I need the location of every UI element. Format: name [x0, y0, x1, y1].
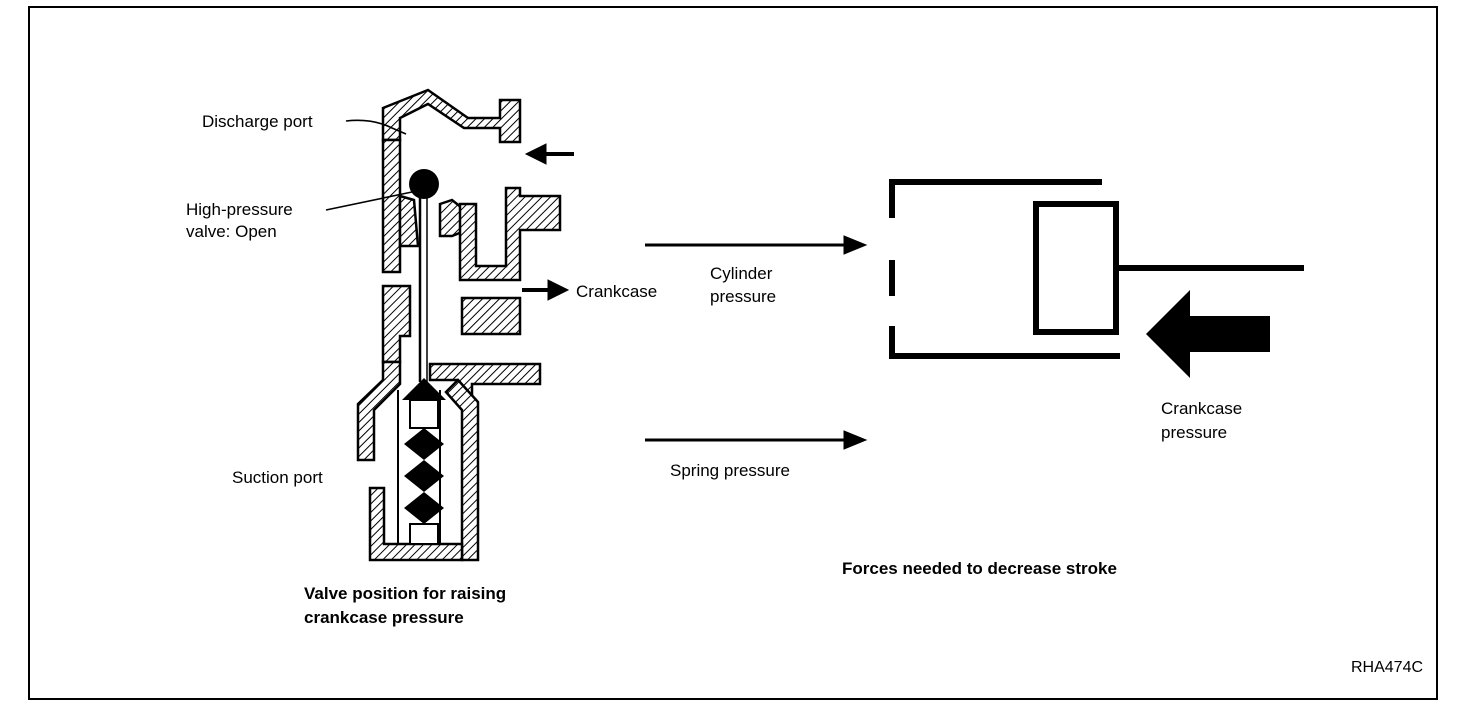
crankcase-channel: [458, 186, 562, 282]
piston: [1033, 201, 1119, 335]
discharge-leader: [345, 119, 407, 135]
crankcase-label: Crankcase: [576, 282, 658, 301]
bellows: [404, 428, 444, 524]
small-arrows: [522, 143, 574, 301]
cylinder-top-wall: [889, 179, 1102, 218]
left-wall-middle: [381, 284, 412, 364]
figure-frame: [28, 6, 1438, 700]
bellows-cap: [409, 399, 439, 429]
crankcase-slot: [460, 296, 522, 336]
suction-arm: [428, 362, 542, 400]
valve-internals: [402, 169, 446, 545]
left-wall-lower: [356, 360, 402, 462]
right-lower-wall: [444, 378, 480, 562]
crankcase-arrow-head: [547, 279, 570, 301]
crankcase-pressure-label-line2: pressure: [1161, 423, 1228, 442]
force-arrows: [645, 235, 868, 450]
bellows-base: [409, 523, 439, 545]
cylinder-pressure-label-line2: pressure: [710, 287, 777, 306]
inner-right-block: [438, 198, 464, 238]
high-pressure-leader: [325, 191, 413, 211]
high-pressure-label-line1: High-pressure: [186, 200, 293, 219]
discharge-port-label: Discharge port: [202, 112, 313, 131]
cylinder: [889, 179, 1304, 359]
suction-port-label: Suction port: [232, 468, 323, 487]
crankcase-pressure-arrow: [1146, 290, 1270, 378]
high-pressure-ball: [409, 169, 439, 199]
cylinder-bottom-wall: [889, 326, 1120, 359]
spring-pressure-label: Spring pressure: [670, 461, 791, 480]
inner-left-block: [398, 194, 420, 248]
bottom-cup: [368, 486, 464, 562]
valve-cone: [402, 378, 446, 400]
discharge-cap: [381, 88, 522, 144]
cylinder-pressure-label-line1: Cylinder: [710, 264, 773, 283]
crankcase-pressure-label-line1: Crankcase: [1161, 399, 1243, 418]
forces-caption: Forces needed to decrease stroke: [842, 559, 1117, 578]
valve-caption-line1: Valve position for raising: [304, 584, 507, 603]
valve-body: [356, 88, 562, 562]
leaders: [325, 119, 413, 211]
valve-caption-line2: crankcase pressure: [304, 608, 464, 627]
discharge-arrow-head: [524, 143, 547, 165]
left-wall-upper: [381, 138, 402, 274]
figure-id: RHA474C: [1351, 659, 1424, 676]
high-pressure-label-line2: valve: Open: [186, 222, 277, 241]
